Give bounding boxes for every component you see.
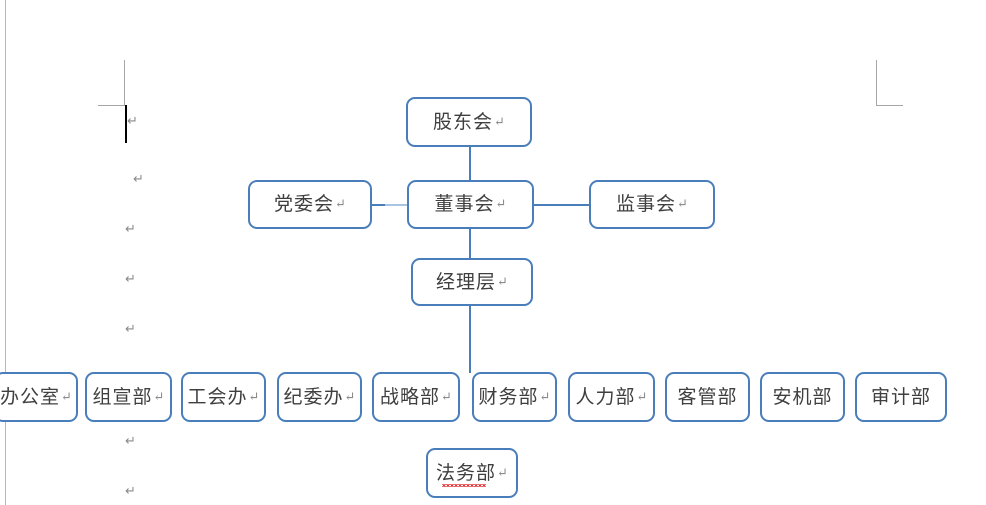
- page-left-edge: [5, 0, 6, 505]
- org-node-human-resources[interactable]: 人力部↵: [568, 372, 655, 422]
- pilcrow-icon: ↵: [344, 388, 356, 404]
- connector-board-party-left: [371, 204, 389, 206]
- connector-management-departments: [469, 305, 471, 373]
- paragraph-mark: ↵: [127, 113, 138, 128]
- pilcrow-icon: ↵: [248, 388, 260, 404]
- pilcrow-icon: ↵: [497, 273, 508, 289]
- org-node-label: 监事会↵: [616, 194, 688, 215]
- connector-board-management: [469, 228, 471, 260]
- pilcrow-icon: ↵: [441, 388, 452, 404]
- paragraph-mark: ↵: [125, 221, 136, 236]
- org-node-label: 法务部↵: [436, 462, 508, 487]
- org-node-label: 人力部↵: [575, 386, 648, 408]
- pilcrow-icon: ↵: [153, 388, 165, 404]
- org-node-label: 安机部: [772, 386, 833, 408]
- connector-board-party-faint: [385, 204, 407, 206]
- org-node-label: 经理层↵: [436, 271, 508, 293]
- org-node-office[interactable]: 办公室↵: [0, 372, 78, 422]
- pilcrow-icon: ↵: [539, 388, 551, 404]
- margin-mark-top-right-horizontal: [876, 105, 903, 106]
- org-node-shareholders[interactable]: 股东会↵: [406, 97, 532, 147]
- paragraph-mark: ↵: [125, 433, 136, 448]
- org-node-label: 战略部↵: [380, 386, 452, 408]
- org-node-finance[interactable]: 财务部↵: [472, 372, 557, 422]
- org-node-label: 工会办↵: [187, 386, 260, 408]
- org-node-supervisory-board[interactable]: 监事会↵: [589, 180, 715, 229]
- paragraph-mark: ↵: [125, 321, 136, 336]
- paragraph-mark: ↵: [125, 271, 136, 286]
- org-node-label: 党委会↵: [274, 194, 346, 215]
- paragraph-mark: ↵: [133, 171, 144, 186]
- org-node-label: 审计部: [870, 386, 931, 408]
- pilcrow-icon: ↵: [497, 464, 508, 480]
- org-node-org-publicity[interactable]: 组宣部↵: [85, 372, 172, 422]
- pilcrow-icon: ↵: [494, 113, 505, 129]
- connector-board-supervisory: [534, 204, 590, 206]
- org-node-legal[interactable]: 法务部↵: [426, 448, 518, 498]
- pilcrow-icon: ↵: [677, 196, 688, 211]
- org-node-union-office[interactable]: 工会办↵: [181, 372, 266, 422]
- org-node-label: 客管部: [677, 386, 738, 408]
- org-node-customer-management[interactable]: 客管部: [665, 372, 750, 422]
- margin-mark-top-left-vertical: [124, 60, 125, 106]
- org-node-label: 办公室↵: [0, 386, 72, 408]
- org-node-label: 股东会↵: [433, 111, 505, 133]
- org-node-discipline-office[interactable]: 纪委办↵: [277, 372, 362, 422]
- org-node-label: 纪委办↵: [283, 386, 356, 408]
- pilcrow-icon: ↵: [636, 388, 648, 404]
- org-node-party-committee[interactable]: 党委会↵: [248, 180, 372, 229]
- pilcrow-icon: ↵: [335, 196, 346, 211]
- org-node-safety-machinery[interactable]: 安机部: [760, 372, 845, 422]
- org-node-board-of-directors[interactable]: 董事会↵: [407, 180, 534, 229]
- margin-mark-top-left-horizontal: [98, 105, 125, 106]
- connector-shareholders-board: [469, 145, 471, 185]
- margin-mark-top-right-vertical: [876, 60, 877, 106]
- org-node-label: 董事会↵: [434, 194, 507, 215]
- org-node-management[interactable]: 经理层↵: [411, 258, 533, 306]
- text-caret: [125, 105, 127, 143]
- pilcrow-icon: ↵: [61, 388, 72, 404]
- org-node-label: 财务部↵: [478, 386, 551, 408]
- pilcrow-icon: ↵: [495, 196, 507, 211]
- org-node-audit[interactable]: 审计部: [855, 372, 947, 422]
- org-node-strategy[interactable]: 战略部↵: [372, 372, 460, 422]
- paragraph-mark: ↵: [125, 483, 136, 498]
- org-node-label: 组宣部↵: [92, 386, 165, 408]
